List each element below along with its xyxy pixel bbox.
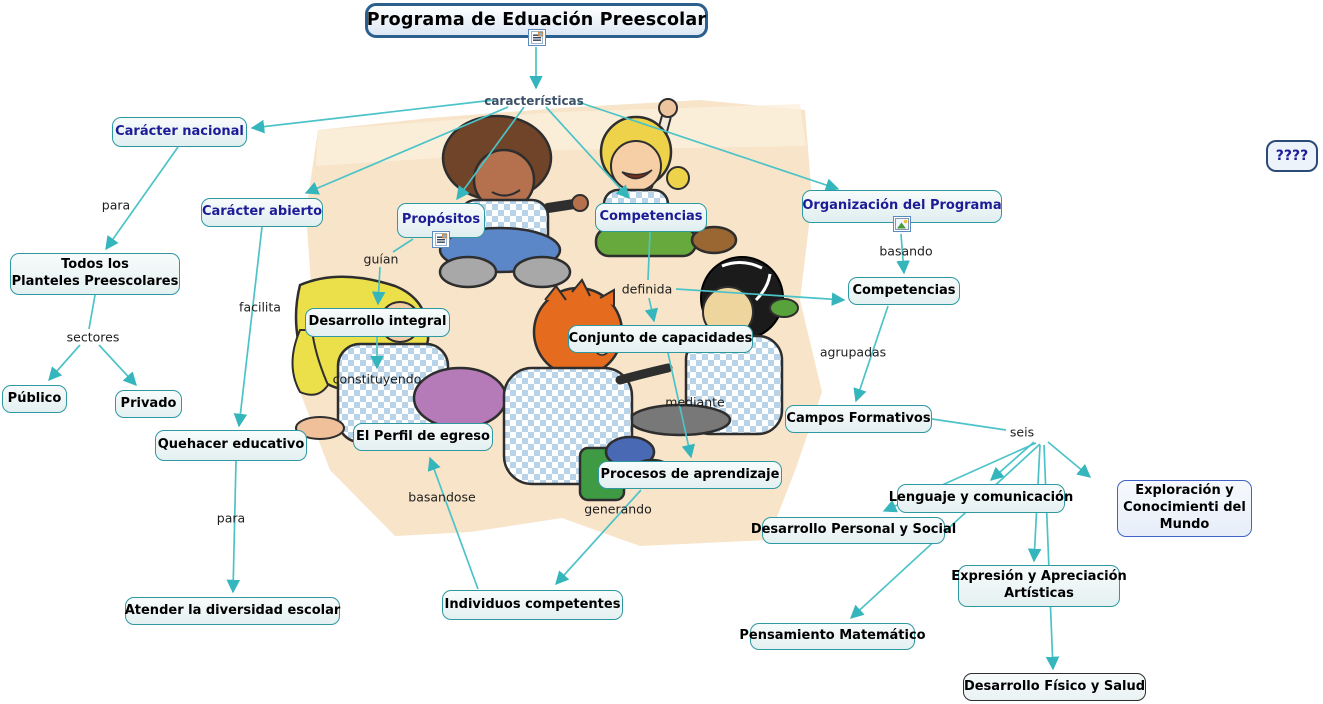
edge-campos-formativos-seis: [931, 418, 1007, 431]
node-competencias-1[interactable]: Competencias: [595, 203, 707, 232]
node-perfil-egreso[interactable]: El Perfil de egreso: [353, 423, 493, 451]
node-label: ????: [1275, 147, 1309, 164]
link-label-basando[interactable]: basando: [879, 243, 933, 259]
edge-caracteristicas-organizacion: [577, 101, 840, 192]
node-procesos-aprendizaje[interactable]: Procesos de aprendizaje: [598, 461, 782, 489]
link-label-constituyendo[interactable]: constituyendo: [332, 371, 422, 387]
node-desarrollo-personal[interactable]: Desarrollo Personal y Social: [751, 517, 956, 544]
node-caracter-nacional[interactable]: Carácter nacional: [112, 117, 247, 147]
node-exploracion-mundo[interactable]: Exploración y Conocimienti del Mundo: [1117, 480, 1252, 537]
document-icon[interactable]: [432, 231, 450, 248]
node-label: Expresión y Apreciación Artísticas: [951, 569, 1127, 601]
node-expresion-artisticas[interactable]: Expresión y Apreciación Artísticas: [951, 565, 1127, 607]
edge-organizacion-competencias-2: [896, 233, 910, 275]
node-label: Organización del Programa: [802, 198, 1002, 214]
node-competencias-2[interactable]: Competencias: [848, 277, 960, 305]
node-conjunto-capacidades[interactable]: Conjunto de capacidades: [568, 325, 753, 353]
node-privado[interactable]: Privado: [115, 390, 182, 418]
image-icon[interactable]: [893, 216, 911, 233]
link-label-para-1[interactable]: para: [101, 197, 131, 213]
link-label-guian[interactable]: guían: [363, 251, 399, 267]
node-desarrollo-integral[interactable]: Desarrollo integral: [305, 308, 450, 337]
node-label: Procesos de aprendizaje: [600, 466, 780, 482]
node-label: Todos los Planteles Preescolares: [11, 257, 179, 289]
node-label: Carácter nacional: [115, 123, 244, 139]
node-label: Programa de Eduación Preescolar: [366, 10, 707, 31]
node-label: Atender la diversidad escolar: [124, 602, 341, 618]
edge-competencias-1-definida: [647, 231, 651, 281]
edge-guian-desarrollo-integral: [371, 266, 386, 306]
node-label: El Perfil de egreso: [356, 428, 490, 444]
edge-definida-conjunto-capacidades: [644, 297, 659, 323]
node-individuos-competentes[interactable]: Individuos competentes: [442, 590, 623, 620]
node-label: Público: [7, 390, 62, 406]
link-label-sectores[interactable]: sectores: [66, 329, 120, 345]
node-title[interactable]: Programa de Eduación Preescolar: [365, 3, 708, 46]
node-organizacion[interactable]: Organización del Programa: [802, 190, 1002, 232]
node-atender-diversidad[interactable]: Atender la diversidad escolar: [125, 597, 340, 625]
node-label: Desarrollo integral: [308, 314, 447, 330]
edge-seis-exploracion-mundo: [1047, 441, 1092, 478]
node-lenguaje-comunicacion[interactable]: Lenguaje y comunicación: [889, 484, 1073, 513]
edge-individuos-competentes-perfil-egreso: [427, 456, 479, 590]
node-label: Desarrollo Físico y Salud: [963, 678, 1146, 694]
node-label: Privado: [120, 395, 177, 411]
edge-todos-planteles-sectores: [88, 294, 96, 330]
edge-seis-pensamiento-matematico: [849, 443, 1041, 619]
node-unknown[interactable]: ????: [1266, 140, 1318, 172]
link-label-para-2[interactable]: para: [216, 510, 246, 526]
node-campos-formativos[interactable]: Campos Formativos: [785, 405, 932, 433]
edge-procesos-aprendizaje-individuos-competentes: [555, 489, 642, 586]
node-quehacer-educativo[interactable]: Quehacer educativo: [155, 430, 307, 461]
edge-caracter-nacional-todos-planteles: [105, 146, 179, 251]
edge-quehacer-educativo-atender-diversidad: [226, 460, 241, 594]
node-label: Pensamiento Matemático: [739, 628, 926, 644]
edge-competencias-2-campos-formativos: [853, 305, 889, 403]
node-label: Individuos competentes: [444, 596, 621, 612]
link-label-agrupadas[interactable]: agrupadas: [819, 344, 887, 360]
node-label: Lenguaje y comunicación: [888, 490, 1074, 506]
edge-conjunto-capacidades-procesos-aprendizaje: [667, 352, 695, 459]
node-label: Conjunto de capacidades: [568, 330, 753, 346]
edge-caracteristicas-competencias-1: [545, 106, 630, 200]
node-caracter-abierto[interactable]: Carácter abierto: [201, 198, 323, 227]
node-label: Campos Formativos: [786, 410, 931, 426]
edge-sectores-publico: [48, 344, 81, 382]
edge-caracteristicas-caracter-nacional: [250, 99, 495, 134]
node-label: Propósitos: [401, 212, 481, 228]
edge-caracteristicas-caracter-abierto: [304, 106, 509, 195]
node-label: Quehacer educativo: [157, 437, 305, 453]
document-icon[interactable]: [527, 29, 546, 46]
edge-seis-lenguaje-comunicacion: [989, 441, 1035, 481]
node-label: Desarrollo Personal y Social: [750, 522, 957, 538]
link-label-basandose[interactable]: basandose: [408, 489, 476, 505]
node-label: Competencias: [852, 282, 956, 298]
edge-propositos-guian: [392, 238, 414, 253]
edge-caracter-abierto-quehacer-educativo: [233, 226, 263, 428]
edge-definida-competencias-2: [675, 288, 846, 306]
node-label: Carácter abierto: [201, 204, 323, 220]
link-label-caracteristicas[interactable]: características: [484, 94, 584, 108]
link-label-mediante[interactable]: mediante: [665, 394, 725, 410]
link-label-facilita[interactable]: facilita: [239, 299, 281, 315]
node-propositos[interactable]: Propósitos: [397, 203, 485, 248]
node-label: Competencias: [599, 209, 703, 225]
node-todos-planteles[interactable]: Todos los Planteles Preescolares: [10, 253, 180, 295]
link-label-seis[interactable]: seis: [1009, 424, 1035, 440]
node-publico[interactable]: Público: [2, 385, 67, 413]
edge-sectores-privado: [98, 344, 137, 386]
edge-seis-desarrollo-fisico: [1043, 444, 1060, 671]
link-label-generando[interactable]: generando: [584, 501, 652, 517]
edge-caracteristicas-propositos: [456, 106, 525, 201]
node-label: Exploración y Conocimienti del Mundo: [1123, 483, 1246, 532]
link-label-definida[interactable]: definida: [621, 281, 673, 297]
node-pensamiento-matematico[interactable]: Pensamiento Matemático: [739, 623, 926, 650]
node-desarrollo-fisico[interactable]: Desarrollo Físico y Salud: [963, 673, 1146, 701]
